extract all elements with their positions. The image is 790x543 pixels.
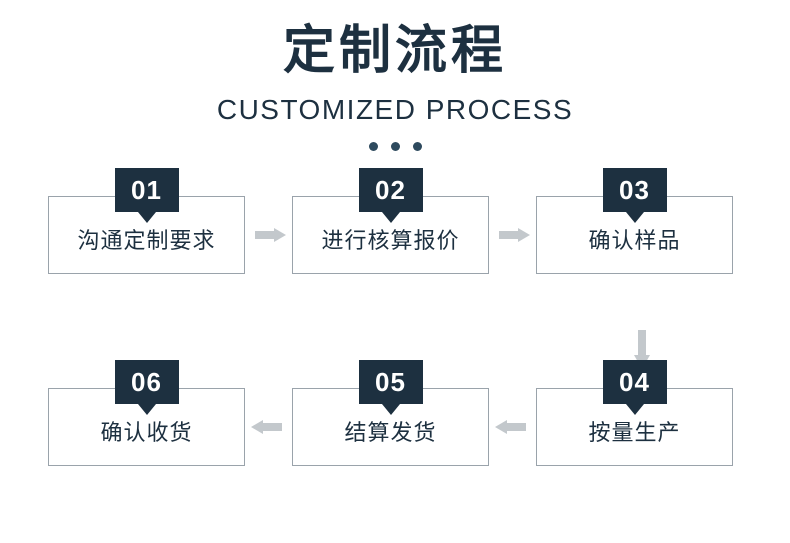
step-label: 按量生产 [588, 420, 681, 445]
badge-pointer-icon [625, 404, 644, 415]
flow-step-03: 03 确认样品 [536, 168, 733, 274]
badge-pointer-icon [625, 212, 644, 223]
arrow-right-icon [489, 228, 536, 242]
step-number-badge: 04 [602, 360, 667, 415]
step-number: 01 [114, 168, 179, 212]
step-label: 确认收货 [100, 420, 193, 445]
step-number-badge: 02 [358, 168, 423, 223]
step-label: 进行核算报价 [321, 228, 460, 253]
step-number-badge: 03 [602, 168, 667, 223]
dot-icon [390, 141, 400, 151]
dot-separator [0, 141, 790, 151]
step-label: 结算发货 [344, 420, 437, 445]
step-number: 02 [358, 168, 423, 212]
step-label: 沟通定制要求 [77, 228, 216, 253]
flow-step-02: 02 进行核算报价 [292, 168, 489, 274]
flow-row-top: 01 沟通定制要求 02 进行核算报价 03 确认样品 [48, 168, 733, 274]
arrow-shaft [262, 423, 282, 431]
badge-pointer-icon [381, 212, 400, 223]
arrow-shaft [506, 423, 526, 431]
flow-step-04: 04 按量生产 [536, 360, 733, 466]
flow-step-06: 06 确认收货 [48, 360, 245, 466]
step-number-badge: 05 [358, 360, 423, 415]
flow-step-01: 01 沟通定制要求 [48, 168, 245, 274]
flow-step-05: 05 结算发货 [292, 360, 489, 466]
arrow-shaft [255, 231, 275, 239]
page-title: 定制流程 [282, 22, 507, 80]
step-number-badge: 06 [114, 360, 179, 415]
badge-pointer-icon [137, 404, 156, 415]
step-number: 05 [358, 360, 423, 404]
step-label: 确认样品 [588, 228, 681, 253]
arrow-shaft [638, 330, 646, 356]
step-number: 04 [602, 360, 667, 404]
badge-pointer-icon [137, 212, 156, 223]
badge-pointer-icon [381, 404, 400, 415]
dot-icon [368, 141, 378, 151]
step-number-badge: 01 [114, 168, 179, 223]
page-subtitle: CUSTOMIZED PROCESS [216, 93, 574, 125]
step-number: 06 [114, 360, 179, 404]
arrow-head [251, 420, 263, 434]
arrow-shaft [499, 231, 519, 239]
dot-icon [412, 141, 422, 151]
arrow-left-icon [245, 420, 292, 434]
arrow-left-icon [489, 420, 536, 434]
arrow-head [518, 228, 530, 242]
arrow-head [274, 228, 286, 242]
arrow-right-icon [245, 228, 292, 242]
arrow-head [495, 420, 507, 434]
flow-row-bottom: 06 确认收货 05 结算发货 04 按量生产 [48, 360, 733, 466]
step-number: 03 [602, 168, 667, 212]
header: 定制流程 CUSTOMIZED PROCESS [0, 0, 790, 151]
